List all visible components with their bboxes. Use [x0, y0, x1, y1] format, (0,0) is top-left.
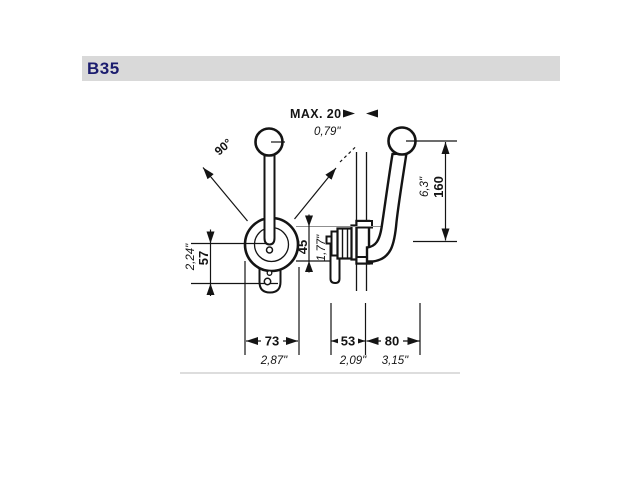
dim-behind-panel: 53 2,09"	[330, 303, 367, 367]
arrow-up	[206, 283, 215, 295]
panel-thickness-inch: 0,79"	[314, 126, 341, 138]
panel-thickness-arrow-left	[366, 109, 378, 118]
lug-hole-bottom	[263, 277, 272, 286]
arrow-down	[305, 215, 313, 227]
lever-height-inch: 6,3"	[419, 176, 431, 197]
handle-protrusion-mm: 80	[385, 334, 399, 349]
header-bar: B35	[82, 56, 560, 81]
pivot-hole	[265, 246, 274, 254]
label-backing	[338, 333, 358, 349]
front-view	[191, 127, 358, 294]
swing-left-leader	[202, 167, 248, 222]
bezel-width-inch: 2,87"	[260, 355, 288, 367]
dim-pivot-to-lug: 57 2,24"	[185, 229, 215, 296]
arrow-up	[305, 261, 313, 272]
side-lever	[365, 151, 408, 263]
behind-panel-inch: 2,09"	[339, 355, 367, 367]
arrow-down	[206, 231, 215, 244]
dim-housing-depth: 45 1,77"	[295, 214, 328, 273]
lug-hole-top	[266, 270, 273, 276]
housing-depth-mm: 45	[295, 240, 310, 254]
lever-height-mm: 160	[431, 176, 446, 198]
housing-depth-inch: 1,77"	[316, 234, 328, 261]
behind-panel-mm: 53	[341, 334, 355, 349]
panel-thickness-arrow-right	[343, 109, 355, 118]
pivot-to-lug-inch: 2,24"	[185, 243, 197, 271]
swing-angle-label: 90°	[212, 136, 235, 159]
dim-handle-protrusion: 80 3,15"	[366, 303, 421, 367]
product-code-label: B35	[87, 59, 120, 78]
flange-top-lip	[355, 220, 373, 229]
bezel-width-mm: 73	[265, 334, 279, 349]
panel-thickness-mm: MAX. 20	[290, 107, 341, 121]
pivot-to-lug-mm: 57	[196, 251, 211, 265]
dim-lever-height: 6,3" 160	[406, 140, 457, 243]
lever-shaft	[263, 151, 276, 246]
side-view	[296, 126, 417, 291]
handle-protrusion-inch: 3,15"	[382, 355, 409, 367]
swing-right-leader	[294, 167, 337, 220]
swing-right-dashed	[339, 145, 358, 163]
dim-bezel-width: 73 2,87"	[244, 261, 300, 367]
dim-swing-angle: 90°	[212, 136, 235, 159]
label-backing	[381, 333, 403, 349]
dim-panel-thickness: MAX. 20 0,79"	[290, 107, 378, 138]
